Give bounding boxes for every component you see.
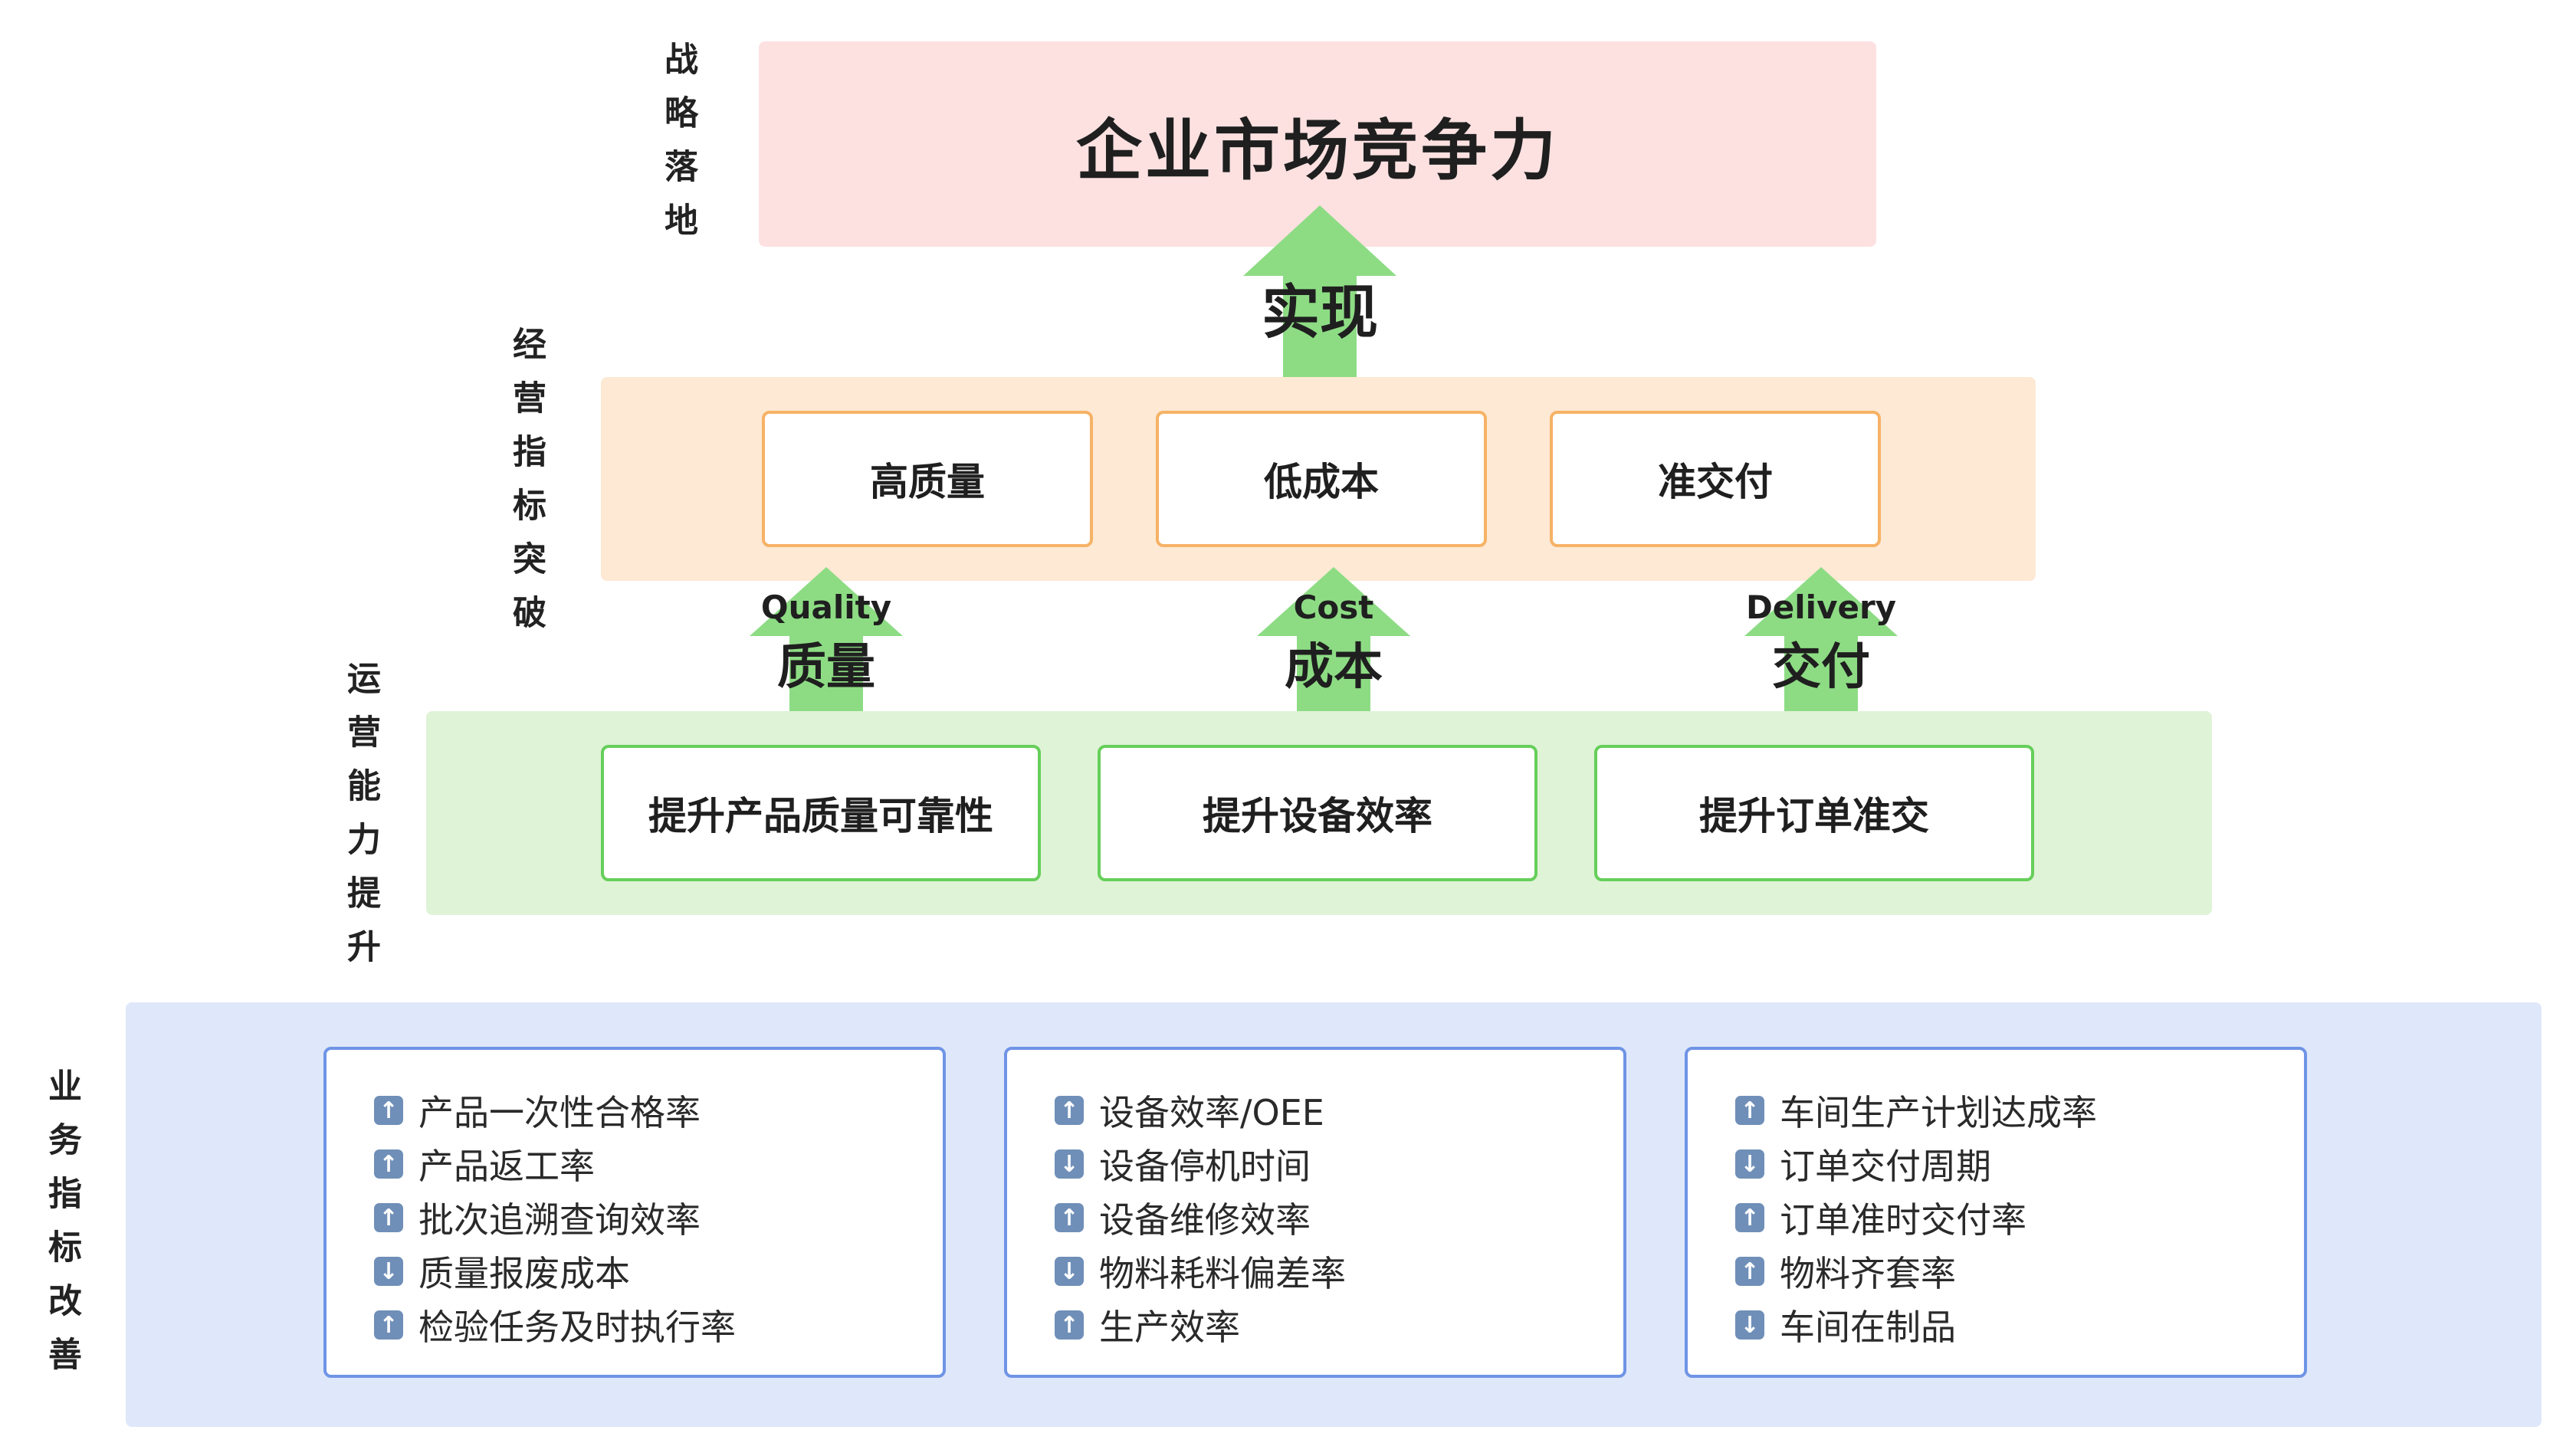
metric-label: 生产效率 xyxy=(1099,1307,1240,1348)
list-item: ↑ 设备效率/OEE xyxy=(1055,1084,1623,1137)
delivery-arrow-zh: 交付 xyxy=(1772,639,1870,696)
list-item: ↓ 订单交付周期 xyxy=(1735,1137,2304,1191)
metric-label: 物料耗料偏差率 xyxy=(1099,1253,1346,1294)
competitiveness-title: 企业市场竞争力 xyxy=(1076,112,1559,189)
list-item: ↑ 检验任务及时执行率 xyxy=(374,1298,943,1352)
capability-layer-label: 运营能力提升 xyxy=(341,661,380,982)
list-item: ↑ 批次追溯查询效率 xyxy=(374,1191,943,1244)
arrow-up-icon: ↑ xyxy=(374,1096,403,1125)
list-item: ↑ 物料齐套率 xyxy=(1735,1244,2304,1298)
ops-box-delivery: 准交付 xyxy=(1550,411,1881,547)
metric-group-equipment: ↑ 设备效率/OEE ↓ 设备停机时间 ↑ 设备维修效率 ↓ 物料耗料偏差率 ↑ 生产效率 xyxy=(1004,1047,1626,1378)
capability-box-quality: 提升产品质量可靠性 xyxy=(601,745,1041,881)
metric-label: 订单准时交付率 xyxy=(1780,1199,2026,1241)
arrow-down-icon: ↓ xyxy=(1735,1149,1764,1179)
list-item: ↓ 物料耗料偏差率 xyxy=(1055,1244,1623,1298)
delivery-arrow: Delivery 交付 xyxy=(1744,567,1898,711)
cost-arrow-zh: 成本 xyxy=(1285,639,1383,696)
arrow-up-icon: ↑ xyxy=(374,1310,403,1340)
metric-label: 批次追溯查询效率 xyxy=(418,1199,701,1241)
arrow-down-icon: ↓ xyxy=(1735,1310,1764,1340)
list-item: ↓ 质量报废成本 xyxy=(374,1244,943,1298)
list-item: ↑ 设备维修效率 xyxy=(1055,1191,1623,1244)
delivery-arrow-en: Delivery xyxy=(1745,589,1897,626)
arrow-up-icon: ↑ xyxy=(374,1149,403,1179)
metric-label: 车间生产计划达成率 xyxy=(1780,1092,2097,1133)
metric-label: 物料齐套率 xyxy=(1780,1253,1956,1294)
arrow-down-icon: ↓ xyxy=(1055,1257,1084,1286)
arrow-down-icon: ↓ xyxy=(1055,1149,1084,1179)
list-item: ↓ 设备停机时间 xyxy=(1055,1137,1623,1191)
ops-box-cost: 低成本 xyxy=(1156,411,1487,547)
ops-layer-label: 经营指标突破 xyxy=(507,326,546,648)
arrow-up-icon: ↑ xyxy=(1735,1096,1764,1125)
arrow-down-icon: ↓ xyxy=(374,1257,403,1286)
quality-arrow: Quality 质量 xyxy=(750,567,903,711)
metric-group-delivery: ↑ 车间生产计划达成率 ↓ 订单交付周期 ↑ 订单准时交付率 ↑ 物料齐套率 ↓ 车间在制… xyxy=(1685,1047,2307,1378)
metric-label: 设备停机时间 xyxy=(1099,1146,1311,1187)
capability-box-equipment: 提升设备效率 xyxy=(1098,745,1537,881)
arrow-up-icon: ↑ xyxy=(1735,1257,1764,1286)
list-item: ↑ 车间生产计划达成率 xyxy=(1735,1084,2304,1137)
metric-label: 车间在制品 xyxy=(1780,1307,1956,1348)
business-layer-label: 业务指标改善 xyxy=(42,1068,81,1390)
quality-arrow-en: Quality xyxy=(760,589,892,626)
list-item: ↑ 产品返工率 xyxy=(374,1137,943,1191)
list-item: ↑ 产品一次性合格率 xyxy=(374,1084,943,1137)
metric-group-quality: ↑ 产品一次性合格率 ↑ 产品返工率 ↑ 批次追溯查询效率 ↓ 质量报废成本 ↑ 检验任务… xyxy=(323,1047,946,1378)
realize-arrow: 实现 xyxy=(1243,205,1396,377)
strategy-layer-label: 战略落地 xyxy=(658,41,697,256)
arrow-up-icon: ↑ xyxy=(1055,1096,1084,1125)
metric-label: 设备效率/OEE xyxy=(1099,1092,1324,1133)
arrow-up-icon: ↑ xyxy=(1055,1203,1084,1232)
quality-arrow-zh: 质量 xyxy=(777,639,875,696)
cost-arrow: Cost 成本 xyxy=(1257,567,1410,711)
metric-label: 检验任务及时执行率 xyxy=(418,1307,736,1348)
arrow-up-icon: ↑ xyxy=(1055,1310,1084,1340)
metric-label: 订单交付周期 xyxy=(1780,1146,1991,1187)
list-item: ↑ 生产效率 xyxy=(1055,1298,1623,1352)
metric-label: 产品返工率 xyxy=(418,1146,595,1187)
metric-label: 设备维修效率 xyxy=(1099,1199,1311,1241)
realize-label: 实现 xyxy=(1262,278,1378,346)
metric-label: 质量报废成本 xyxy=(418,1253,630,1294)
ops-box-quality: 高质量 xyxy=(762,411,1093,547)
capability-box-order: 提升订单准交 xyxy=(1594,745,2034,881)
metric-label: 产品一次性合格率 xyxy=(418,1092,701,1133)
arrow-up-icon: ↑ xyxy=(374,1203,403,1232)
cost-arrow-en: Cost xyxy=(1293,589,1374,626)
arrow-up-icon: ↑ xyxy=(1735,1203,1764,1232)
list-item: ↑ 订单准时交付率 xyxy=(1735,1191,2304,1244)
list-item: ↓ 车间在制品 xyxy=(1735,1298,2304,1352)
